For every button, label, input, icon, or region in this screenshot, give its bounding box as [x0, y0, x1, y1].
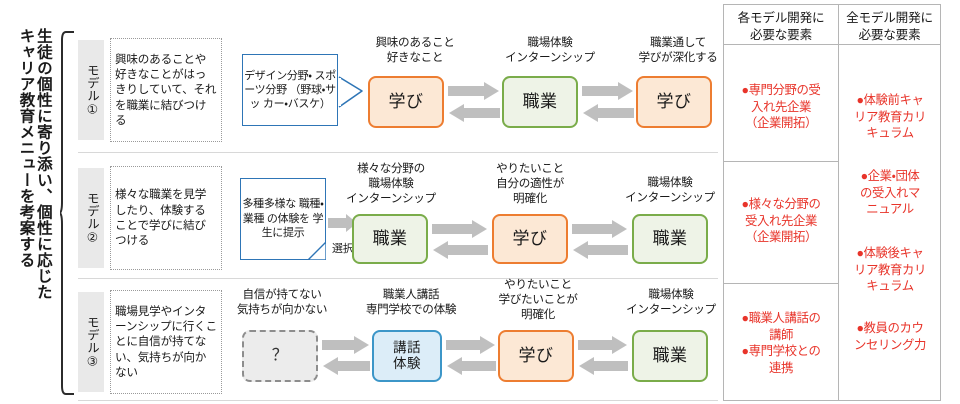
arrow-right-icon [328, 214, 357, 232]
node-job: 職業 [632, 330, 708, 382]
node-label: 学び [388, 92, 424, 112]
node-learn: 学び [368, 76, 444, 128]
row-separator [78, 278, 718, 279]
model-tag-1: モデル① [78, 40, 104, 140]
step-caption: 興味のあること 好きなこと [375, 36, 455, 64]
model-row-2: モデル② 様々な職業を見学したり、体験することで学びに結びつける 多種多様な 職… [78, 162, 718, 276]
table-border-vertical [723, 4, 724, 400]
node-learn: 学び [636, 76, 712, 128]
bidirectional-arrow-icon [432, 220, 488, 259]
node-learn: 学び [498, 330, 574, 382]
step-caption: 職場体験 インターンシップ [505, 36, 595, 64]
table-border-vertical [838, 4, 839, 400]
node-unknown: ？ [242, 330, 318, 382]
step-caption: 職場体験 インターンシップ [626, 288, 716, 316]
each-model-item-3: ●職業人講話の 講師 ●専門学校との 連携 [741, 311, 821, 376]
all-models-item-1: ●体験前キャ リア教育カリ キュラム [854, 93, 926, 141]
model-description-text: 様々な職業を見学したり、体験することで学びに結びつける [115, 188, 207, 248]
table-border-horizontal [723, 44, 941, 45]
bidirectional-arrow-icon [322, 336, 370, 375]
model-description-text: 職場見学やインターンシップに行くことに自信が持てない、気持ちが向かない [115, 304, 217, 379]
table-border-horizontal [723, 400, 941, 401]
callout-examples: デザイン分野・ スポーツ分野 （野球・サッ カー・バスケ） [242, 54, 363, 126]
column-header-all-models: 全モデル開発に 必要な要素 [846, 11, 933, 42]
model-tag-label: モデル② [84, 191, 99, 245]
select-arrow-label: 選択 [332, 243, 354, 255]
table-border-vertical [940, 4, 941, 400]
step-caption: 自信が持てない 気持ちが向かない [236, 288, 328, 316]
node-label: 学び [518, 346, 554, 366]
node-job: 職業 [502, 76, 578, 128]
node-label: 職業 [652, 229, 688, 249]
column-header-each-model: 各モデル開発に 必要な要素 [737, 11, 825, 42]
each-model-item-1: ●専門分野の受 入れ先企業 （企業開拓） [741, 83, 821, 131]
node-label: 職業 [652, 346, 688, 366]
folded-corner-icon [308, 242, 326, 260]
each-model-item-2: ●様々な分野の 受入れ先企業 （企業開拓） [741, 197, 821, 245]
table-border-horizontal [723, 283, 839, 284]
model-description-text: 興味のあることや好きなことがはっきりしていて、それを職業に結びつける [115, 52, 217, 127]
model-description-3: 職場見学やインターンシップに行くことに自信が持てない、気持ちが向かない [110, 290, 222, 394]
bidirectional-arrow-icon [572, 220, 628, 259]
step-caption: 様々な分野の 職場体験 インターンシップ [346, 162, 436, 205]
bidirectional-arrow-icon [448, 82, 500, 122]
model-tag-2: モデル② [78, 168, 104, 268]
node-label: 講話 体験 [393, 339, 421, 371]
all-models-item-3: ●体験後キャ リア教育カリ キュラム [854, 246, 926, 294]
callout-tail-icon [338, 76, 363, 108]
table-border-horizontal [723, 161, 839, 162]
model-row-1: モデル① 興味のあることや好きなことがはっきりしていて、それを職業に結びつける … [78, 34, 718, 148]
bidirectional-arrow-icon [578, 336, 628, 375]
row-separator [78, 152, 718, 153]
step-caption: 職業通して 学びが深化する [638, 36, 718, 64]
all-models-item-2: ●企業・団体 の受入れマ ニュアル [860, 169, 920, 217]
model-tag-label: モデル① [84, 63, 99, 117]
node-job: 職業 [632, 214, 708, 264]
node-learn: 学び [492, 214, 568, 264]
node-label: 学び [512, 229, 548, 249]
callout-text: デザイン分野・ スポーツ分野 （野球・サッ カー・バスケ） [244, 69, 336, 111]
left-brace-icon [60, 31, 74, 395]
step-caption: 職場体験 インターンシップ [625, 176, 715, 204]
node-label: 学び [656, 92, 692, 112]
step-caption: 職業人講話 専門学校での体験 [365, 288, 457, 316]
row-separator [78, 400, 718, 401]
page-title-line-2: キャリア教育メニューを考案する [17, 28, 35, 268]
page-title: 生徒の個性に寄り添い、個性に応じた キャリア教育メニューを考案する [6, 28, 62, 396]
table-border-horizontal [723, 4, 941, 5]
node-job: 職業 [352, 214, 428, 264]
node-talk: 講話 体験 [372, 330, 442, 382]
node-label: 職業 [522, 92, 558, 112]
note-text: 多種多様な 職種・業種 の体験を 学生に提示 [242, 198, 324, 240]
step-caption: やりたいこと 学びたいことが 明確化 [498, 278, 578, 321]
node-label: 職業 [372, 229, 408, 249]
bidirectional-arrow-icon [582, 82, 634, 122]
model-description-1: 興味のあることや好きなことがはっきりしていて、それを職業に結びつける [110, 38, 222, 142]
page-title-line-1: 生徒の個性に寄り添い、個性に応じた [34, 28, 52, 300]
model-tag-label: モデル③ [84, 315, 99, 369]
note-box-options: 多種多様な 職種・業種 の体験を 学生に提示 [240, 178, 326, 260]
step-caption: やりたいこと 自分の適性が 明確化 [496, 162, 564, 205]
all-models-item-4: ●教員のカウ ンセリング力 [854, 321, 926, 352]
model-row-3: モデル③ 職場見学やインターンシップに行くことに自信が持てない、気持ちが向かない… [78, 278, 718, 400]
model-description-2: 様々な職業を見学したり、体験することで学びに結びつける [110, 166, 222, 270]
node-label: ？ [271, 346, 289, 364]
model-tag-3: モデル③ [78, 292, 104, 392]
bidirectional-arrow-icon [446, 336, 496, 375]
